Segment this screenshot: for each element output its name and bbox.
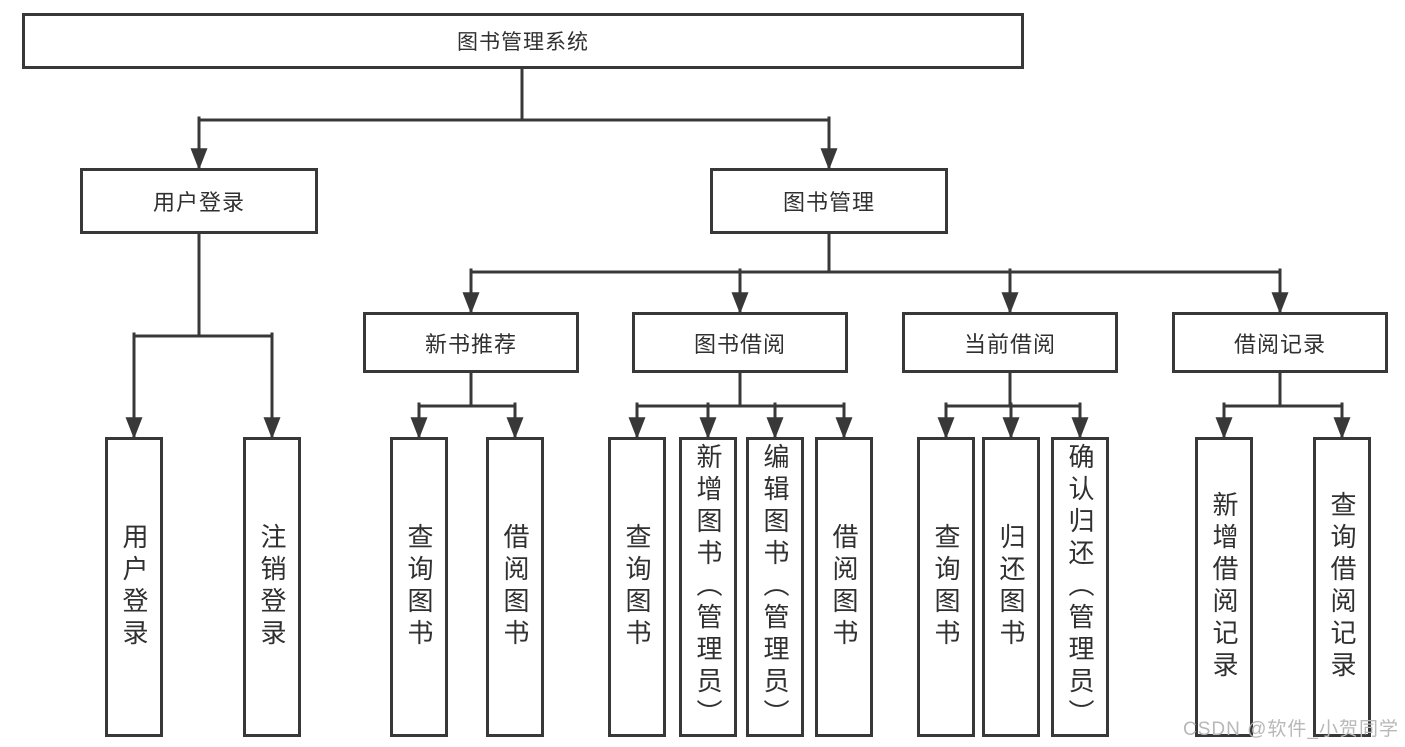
leaf-user-login-label: 用户登录 xyxy=(119,523,149,651)
leaf-add-book-admin-label: 新增图书（管理员） xyxy=(693,443,723,731)
connector-new-book-branch xyxy=(417,371,517,408)
node-current-borrow: 当前借阅 xyxy=(902,312,1118,373)
node-book-management: 图书管理 xyxy=(710,168,948,234)
node-root-label: 图书管理系统 xyxy=(457,31,589,54)
leaf-borrow-books-1-label: 借阅图书 xyxy=(500,523,530,651)
node-new-book-recommend: 新书推荐 xyxy=(363,312,579,373)
leaf-borrow-books-2: 借阅图书 xyxy=(815,437,873,737)
leaf-query-borrow-record: 查询借阅记录 xyxy=(1313,437,1371,737)
leaf-borrow-books-1: 借阅图书 xyxy=(486,437,544,737)
leaf-user-login: 用户登录 xyxy=(105,437,163,737)
node-book-borrow-label: 图书借阅 xyxy=(693,331,786,357)
leaf-add-borrow-record-label: 新增借阅记录 xyxy=(1209,491,1239,683)
leaf-query-books-2-label: 查询图书 xyxy=(622,523,652,651)
connector-current-borrow-branch xyxy=(944,371,1082,408)
leaf-confirm-return-admin-label: 确认归还（管理员） xyxy=(1065,443,1095,731)
connector-book-management-branch xyxy=(469,232,1282,274)
leaf-return-book-label: 归还图书 xyxy=(996,523,1026,651)
node-current-borrow-label: 当前借阅 xyxy=(963,331,1056,357)
leaf-query-books-3-label: 查询图书 xyxy=(931,523,961,651)
leaf-edit-book-admin: 编辑图书（管理员） xyxy=(746,437,804,737)
leaf-query-books-2: 查询图书 xyxy=(608,437,666,737)
leaf-query-books-1: 查询图书 xyxy=(390,437,448,737)
node-book-borrow: 图书借阅 xyxy=(632,312,848,373)
leaf-query-books-3: 查询图书 xyxy=(917,437,975,737)
node-new-book-recommend-label: 新书推荐 xyxy=(424,331,517,357)
leaf-query-borrow-record-label: 查询借阅记录 xyxy=(1327,491,1357,683)
leaf-edit-book-admin-label: 编辑图书（管理员） xyxy=(760,443,790,731)
connector-user-login-branch xyxy=(132,232,274,338)
node-borrow-records-label: 借阅记录 xyxy=(1233,331,1326,357)
leaf-confirm-return-admin: 确认归还（管理员） xyxy=(1051,437,1109,737)
csdn-watermark: CSDN @软件_小贺同学 xyxy=(1183,719,1399,740)
leaf-logout: 注销登录 xyxy=(243,437,301,737)
leaf-query-books-1-label: 查询图书 xyxy=(404,523,434,651)
connector-borrow-records-branch xyxy=(1222,371,1344,408)
leaf-add-borrow-record: 新增借阅记录 xyxy=(1195,437,1253,737)
connector-root-branch xyxy=(197,67,831,122)
node-user-login-label: 用户登录 xyxy=(152,190,245,215)
connector-book-borrow-branch xyxy=(635,371,846,408)
leaf-borrow-books-2-label: 借阅图书 xyxy=(829,523,859,651)
node-book-management-label: 图书管理 xyxy=(782,190,875,215)
leaf-add-book-admin: 新增图书（管理员） xyxy=(679,437,737,737)
leaf-return-book: 归还图书 xyxy=(982,437,1040,737)
node-root: 图书管理系统 xyxy=(22,13,1024,69)
leaf-logout-label: 注销登录 xyxy=(257,523,287,651)
node-user-login: 用户登录 xyxy=(80,168,318,234)
node-borrow-records: 借阅记录 xyxy=(1172,312,1388,373)
